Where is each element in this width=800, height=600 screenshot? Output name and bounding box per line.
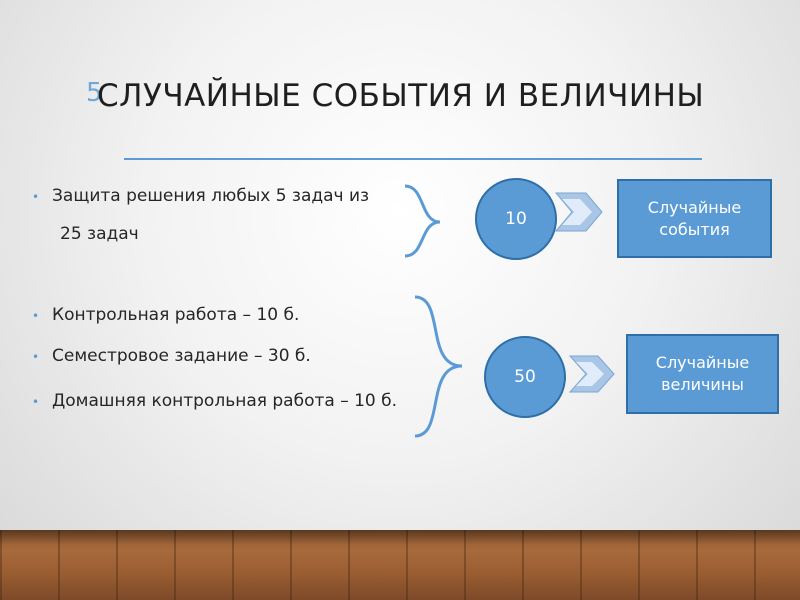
- bullet-item-4: • Домашняя контрольная работа – 10 б.: [32, 391, 398, 411]
- random-variables-box: Случайные величины: [626, 334, 779, 414]
- random-events-box: Случайные события: [617, 179, 772, 258]
- score-circle-1: 10: [475, 178, 557, 260]
- bullet-item-2: • Контрольная работа – 10 б.: [32, 305, 300, 325]
- bullet-item-1-continuation: 25 задач: [60, 224, 139, 244]
- bullet-text: Семестровое задание – 30 б.: [52, 346, 311, 366]
- slide-title: СЛУЧАЙНЫЕ СОБЫТИЯ И ВЕЛИЧИНЫ: [97, 78, 705, 114]
- title-underline: [124, 158, 702, 160]
- bullet-dot-icon: •: [32, 395, 40, 409]
- slide-number: 5: [86, 78, 103, 108]
- score-circle-2: 50: [484, 336, 566, 418]
- bullet-text: Домашняя контрольная работа – 10 б.: [52, 391, 398, 411]
- bullet-item-3: • Семестровое задание – 30 б.: [32, 346, 311, 366]
- double-chevron-icon: [554, 192, 603, 232]
- curly-brace-icon: [414, 295, 463, 438]
- wooden-floor-decoration: [0, 530, 800, 600]
- bullet-dot-icon: •: [32, 350, 40, 364]
- bullet-text: Контрольная работа – 10 б.: [52, 305, 300, 325]
- curly-brace-icon: [404, 184, 441, 258]
- bullet-item-1: • Защита решения любых 5 задач из: [32, 186, 370, 206]
- double-chevron-icon: [568, 355, 615, 393]
- bullet-dot-icon: •: [32, 309, 40, 323]
- bullet-dot-icon: •: [32, 190, 40, 204]
- bullet-text: Защита решения любых 5 задач из: [52, 186, 370, 206]
